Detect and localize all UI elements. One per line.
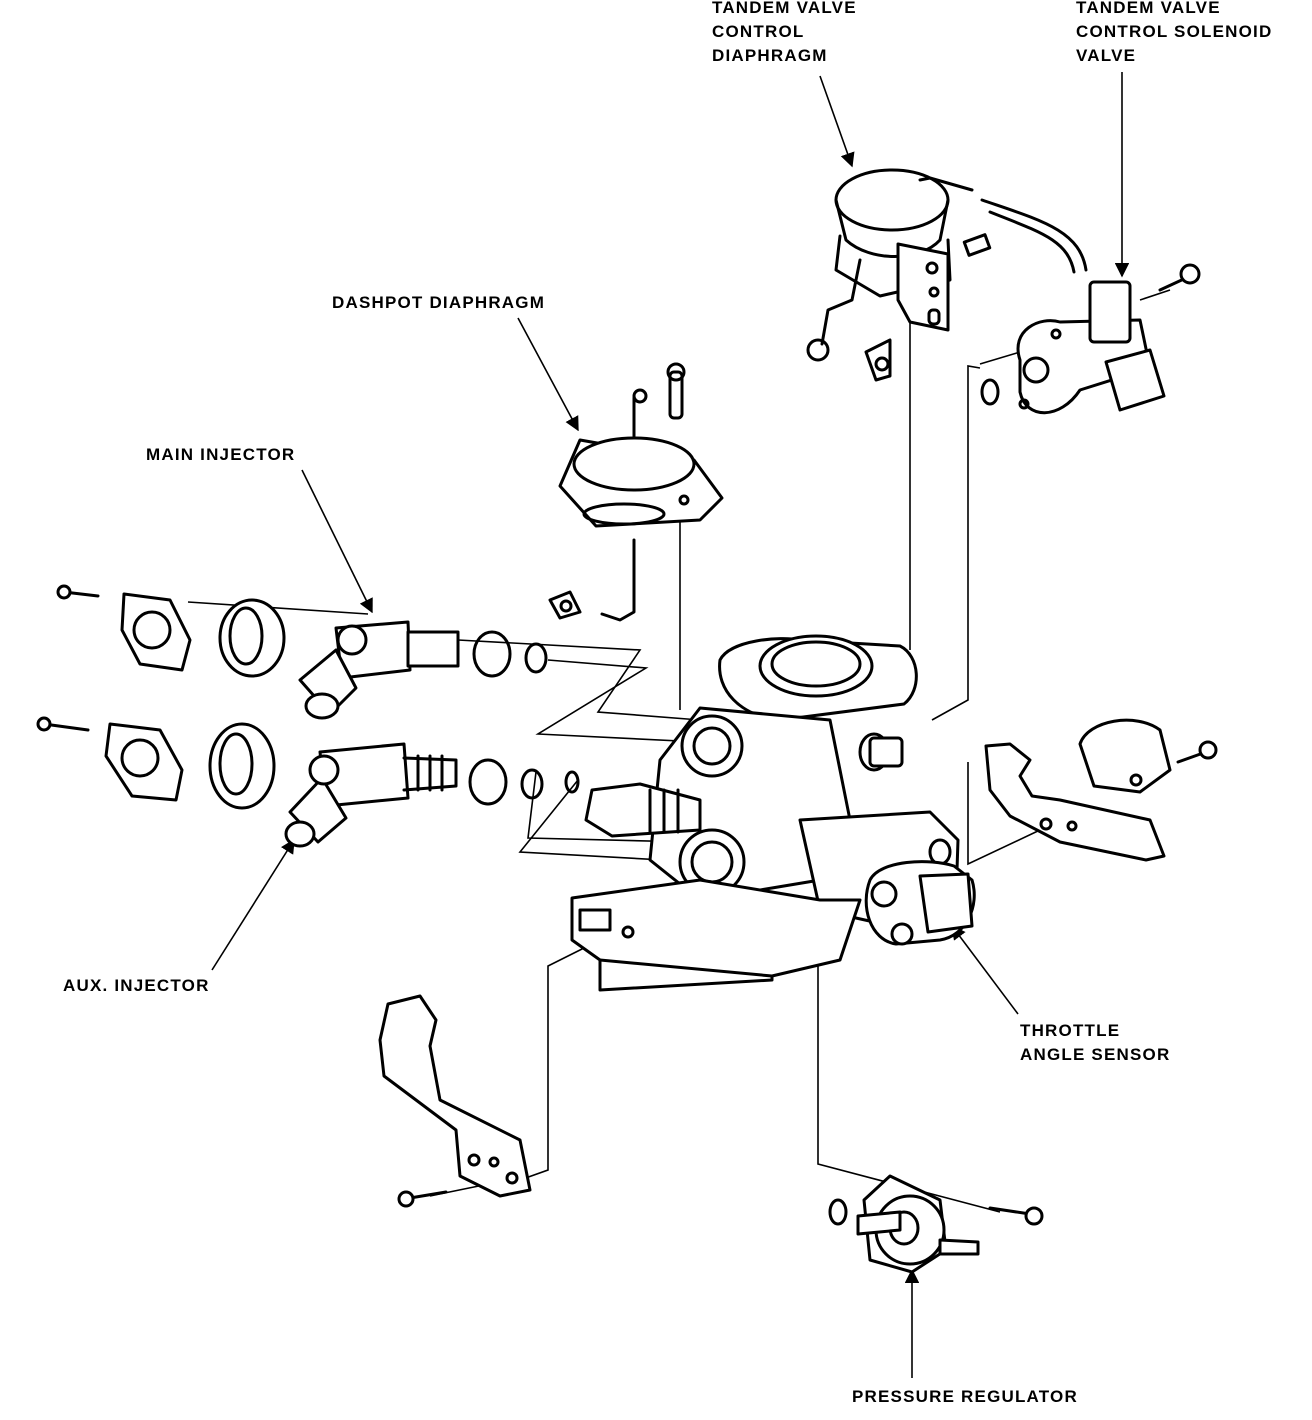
arrow-throttle-sensor xyxy=(951,924,1019,1015)
label-aux-injector: AUX. INJECTOR xyxy=(63,976,210,995)
tandem-valve-diaphragm-part xyxy=(806,168,1088,382)
dashpot-diaphragm-part xyxy=(548,362,724,622)
right-bracket-part xyxy=(984,718,1218,862)
label-dashpot-diaphragm: DASHPOT DIAPHRAGM xyxy=(332,293,546,312)
label-tandem-valve-control-solenoid-valve: TANDEM VALVE CONTROL SOLENOID VALVE xyxy=(1076,0,1273,65)
arrow-aux-injector xyxy=(211,838,295,971)
arrow-tandem-diaphragm xyxy=(819,75,855,168)
label-throttle-angle-sensor: THROTTLE ANGLE SENSOR xyxy=(1020,1021,1171,1064)
lower-bracket-part xyxy=(378,994,532,1208)
arrow-dashpot xyxy=(517,317,579,432)
main-injector-part xyxy=(56,584,548,720)
aux-injector-part xyxy=(36,716,580,848)
label-tandem-valve-control-diaphragm: TANDEM VALVE CONTROL DIAPHRAGM xyxy=(712,0,857,65)
label-main-injector: MAIN INJECTOR xyxy=(146,445,296,464)
throttle-angle-sensor-part xyxy=(864,860,976,946)
solenoid-valve-part xyxy=(980,263,1201,415)
leader-arrows xyxy=(211,72,1130,1378)
pressure-regulator-part xyxy=(828,1174,1044,1274)
label-pressure-regulator: PRESSURE REGULATOR xyxy=(852,1387,1078,1406)
arrow-main-injector xyxy=(301,469,373,614)
